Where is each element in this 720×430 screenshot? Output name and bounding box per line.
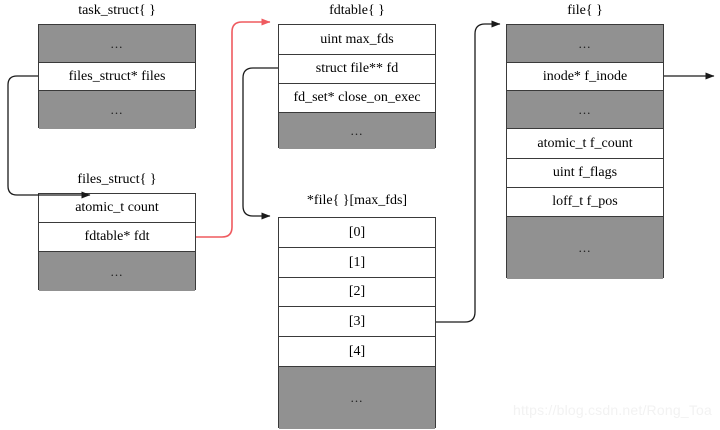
arrow-fd-to-array [242, 67, 278, 220]
field-row-files-struct-files: files_struct* files [39, 63, 195, 91]
field-label: atomic_t count [75, 200, 159, 215]
struct-title-file: file{ } [567, 3, 603, 18]
field-row-fd-3: [3] [279, 307, 435, 337]
field-row: ... [507, 217, 663, 279]
field-row-atomic-t-f-count: atomic_t f_count [507, 129, 663, 159]
field-label: ... [110, 35, 124, 51]
field-label: [0] [348, 224, 366, 240]
field-row-struct-file-fd: struct file** fd [279, 55, 435, 84]
field-row-fd-0: [0] [279, 218, 435, 248]
field-row-atomic-t-count: atomic_t count [39, 194, 195, 223]
field-row: ... [507, 91, 663, 129]
field-row: ... [39, 25, 195, 63]
field-row: ... [39, 91, 195, 129]
field-row-fd-4: [4] [279, 337, 435, 367]
field-label: struct file** fd [315, 61, 399, 76]
field-label: [4] [348, 343, 366, 359]
field-label: ... [578, 101, 592, 117]
field-label: uint max_fds [320, 31, 394, 47]
field-row: ... [507, 25, 663, 63]
field-row: ... [279, 113, 435, 149]
field-row-fd-2: [2] [279, 278, 435, 307]
field-label: ... [350, 123, 364, 138]
arrow-array-3-to-file [436, 20, 501, 323]
field-label: loff_t f_pos [552, 194, 618, 209]
field-label: ... [578, 35, 592, 51]
field-label: fdtable* fdt [84, 229, 150, 244]
struct-title-files-struct: files_struct{ } [77, 172, 157, 187]
field-row: ... [279, 367, 435, 429]
watermark: https://blog.csdn.net/Rong_Toa [512, 402, 712, 418]
field-row-uint-f-flags: uint f_flags [507, 159, 663, 188]
field-label: uint f_flags [552, 165, 618, 180]
field-label: files_struct* files [68, 68, 166, 84]
arrow-fdt-to-fdtable [196, 18, 271, 238]
struct-title-fd-array: *file{ }[max_fds] [306, 193, 408, 208]
field-label: atomic_t f_count [537, 135, 633, 151]
struct-box-file: ... inode* f_inode ... atomic_t f_count … [506, 24, 664, 279]
struct-box-files-struct: atomic_t count fdtable* fdt ... [38, 193, 196, 291]
struct-box-fdtable: uint max_fds struct file** fd fd_set* cl… [278, 24, 436, 149]
field-label: ... [350, 390, 364, 405]
field-row: ... [39, 252, 195, 291]
struct-title-fdtable: fdtable{ } [329, 3, 385, 18]
field-row-uint-max-fds: uint max_fds [279, 25, 435, 55]
field-label: inode* f_inode [542, 68, 628, 84]
struct-title-task-struct: task_struct{ } [78, 3, 156, 18]
field-label: ... [110, 263, 124, 279]
field-label: fd_set* close_on_exec [293, 90, 421, 105]
field-label: [3] [348, 313, 366, 329]
field-row-fdtable-fdt: fdtable* fdt [39, 223, 195, 252]
field-label: [1] [348, 254, 366, 270]
struct-box-task-struct: ... files_struct* files ... [38, 24, 196, 129]
field-label: [2] [348, 284, 366, 299]
field-row-fd-set-close-on-exec: fd_set* close_on_exec [279, 84, 435, 113]
field-row-fd-1: [1] [279, 248, 435, 278]
struct-box-fd-array: [0] [1] [2] [3] [4] ... [278, 217, 436, 429]
field-label: ... [578, 240, 592, 255]
field-row-inode-f-inode: inode* f_inode [507, 63, 663, 91]
field-row-loff-t-f-pos: loff_t f_pos [507, 188, 663, 217]
field-label: ... [110, 102, 124, 117]
